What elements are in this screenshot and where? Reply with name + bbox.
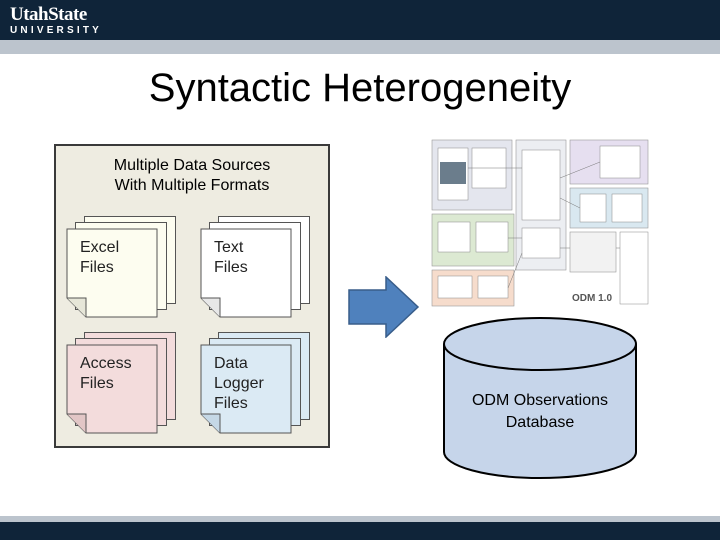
footer-bar bbox=[0, 522, 720, 540]
label-line: Files bbox=[214, 259, 248, 276]
access-files-stack: Access Files bbox=[66, 332, 176, 434]
document-icon bbox=[200, 228, 292, 318]
header-bar bbox=[0, 0, 720, 40]
panel-heading-line1: Multiple Data Sources bbox=[113, 157, 271, 174]
label-line: Data bbox=[214, 355, 248, 372]
data-sources-panel: Multiple Data Sources With Multiple Form… bbox=[54, 144, 330, 448]
database-label-line1: ODM Observations bbox=[471, 392, 609, 409]
text-files-label: Text Files bbox=[214, 238, 248, 278]
panel-heading: Multiple Data Sources With Multiple Form… bbox=[56, 156, 328, 196]
logo-line2: UNIVERSITY bbox=[10, 25, 103, 36]
database-cylinder-icon bbox=[443, 317, 637, 479]
panel-heading-line2: With Multiple Formats bbox=[114, 177, 270, 194]
logo-line1: UtahState bbox=[10, 4, 87, 25]
document-icon bbox=[66, 344, 158, 434]
slide-title: Syntactic Heterogeneity bbox=[148, 66, 572, 110]
access-files-label: Access Files bbox=[80, 354, 132, 394]
label-line: Files bbox=[80, 259, 114, 276]
odm-schema-diagram: ODM 1.0 bbox=[430, 138, 650, 308]
excel-files-label: Excel Files bbox=[80, 238, 119, 278]
university-logo: UtahState UNIVERSITY bbox=[10, 5, 102, 37]
footer-stripe bbox=[0, 516, 720, 522]
header-stripe bbox=[0, 40, 720, 54]
right-arrow-icon bbox=[348, 276, 420, 338]
label-line: Logger bbox=[214, 375, 264, 392]
label-line: Files bbox=[214, 395, 248, 412]
label-line: Access bbox=[80, 355, 132, 372]
document-icon bbox=[66, 228, 158, 318]
diagram-caption: ODM 1.0 bbox=[572, 293, 612, 304]
data-logger-files-label: Data Logger Files bbox=[214, 354, 264, 414]
label-line: Files bbox=[80, 375, 114, 392]
database-label: ODM Observations Database bbox=[448, 390, 632, 434]
label-line: Excel bbox=[80, 239, 120, 256]
text-files-stack: Text Files bbox=[200, 216, 310, 318]
document-icon bbox=[200, 344, 292, 434]
excel-files-stack: Excel Files bbox=[66, 216, 176, 318]
database-label-line2: Database bbox=[505, 414, 575, 431]
label-line: Text bbox=[214, 239, 244, 256]
data-logger-files-stack: Data Logger Files bbox=[200, 332, 310, 434]
